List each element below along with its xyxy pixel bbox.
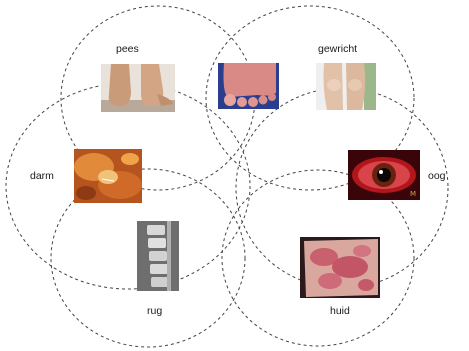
spine-xray-photo bbox=[137, 221, 179, 291]
label-gewricht: gewricht bbox=[318, 43, 357, 55]
skin-rash-photo bbox=[300, 237, 380, 298]
red-eye-photo: M bbox=[348, 150, 420, 200]
knees-photo bbox=[316, 63, 376, 110]
svg-text:M: M bbox=[410, 190, 416, 198]
label-darm: darm bbox=[30, 170, 54, 182]
swollen-toes-photo bbox=[218, 63, 279, 109]
label-rug: rug bbox=[147, 305, 162, 317]
label-huid: huid bbox=[330, 305, 350, 317]
bowel-endoscopy-photo bbox=[74, 149, 142, 203]
label-oog: oog bbox=[428, 170, 446, 182]
label-pees: pees bbox=[116, 43, 139, 55]
heel-photo bbox=[101, 64, 175, 112]
